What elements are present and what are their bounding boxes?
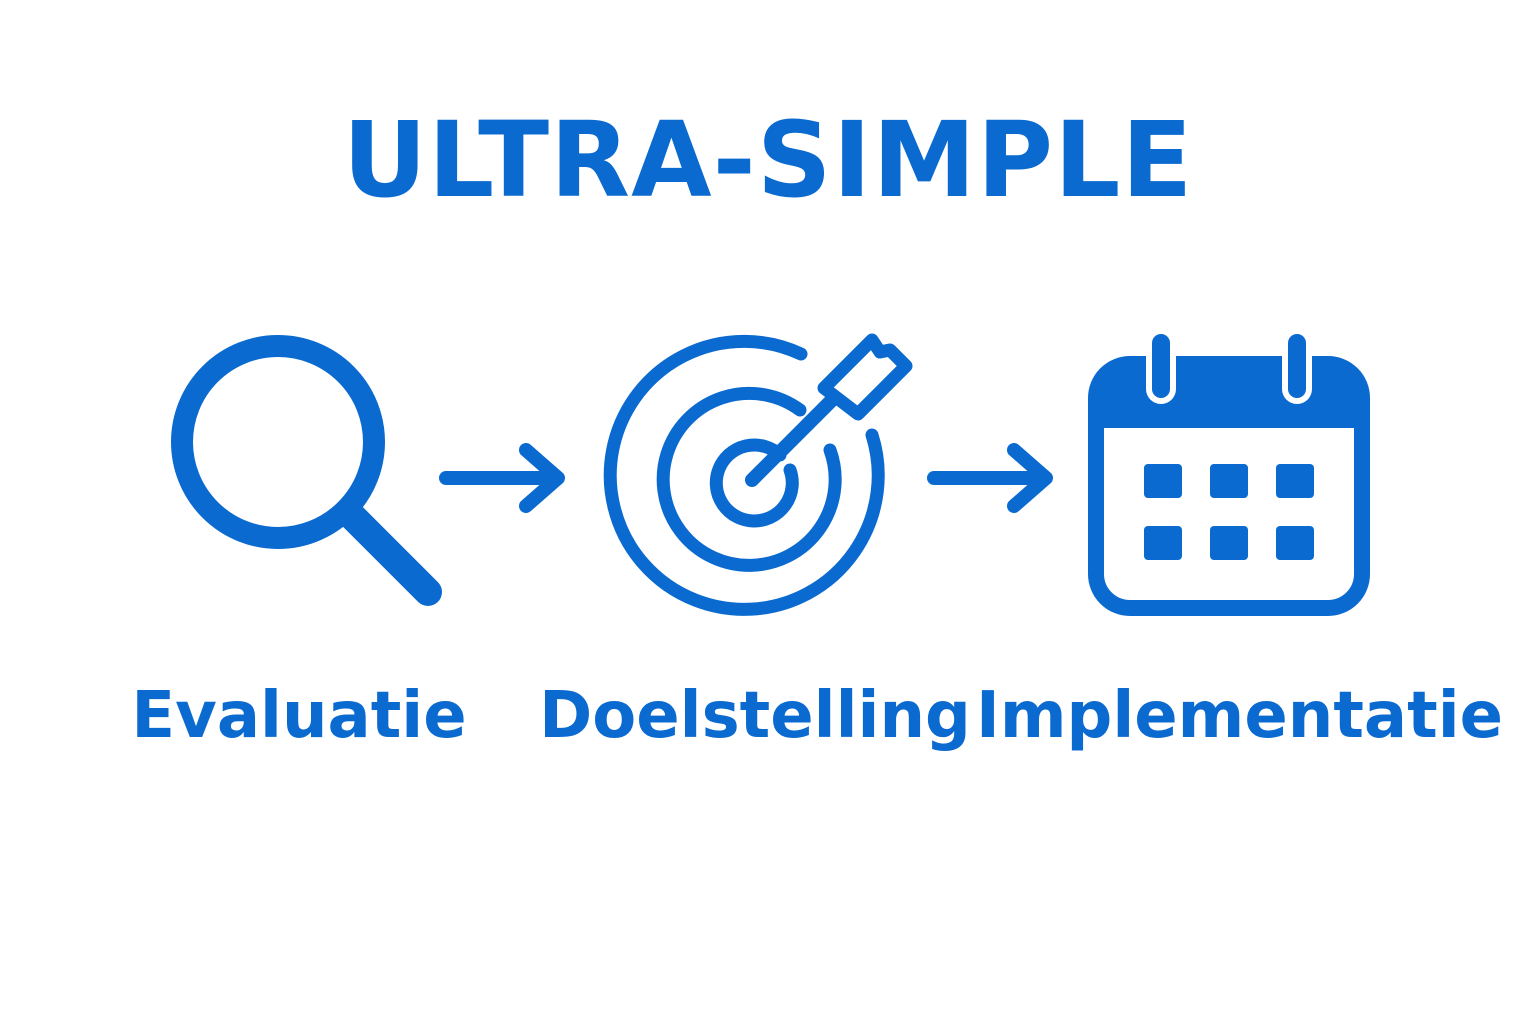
step-label-doelstelling: Doelstelling xyxy=(539,679,971,753)
magnifying-glass-icon xyxy=(171,335,442,606)
step-label-evaluatie: Evaluatie xyxy=(131,679,467,753)
calendar-icon xyxy=(1088,334,1370,616)
step-label-implementatie: Implementatie xyxy=(976,679,1504,753)
arrow-right-icon xyxy=(439,443,565,513)
diagram-title: ULTRA-SIMPLE xyxy=(342,99,1194,221)
arrow-right-icon xyxy=(927,443,1053,513)
target-arrow-icon xyxy=(603,333,913,616)
